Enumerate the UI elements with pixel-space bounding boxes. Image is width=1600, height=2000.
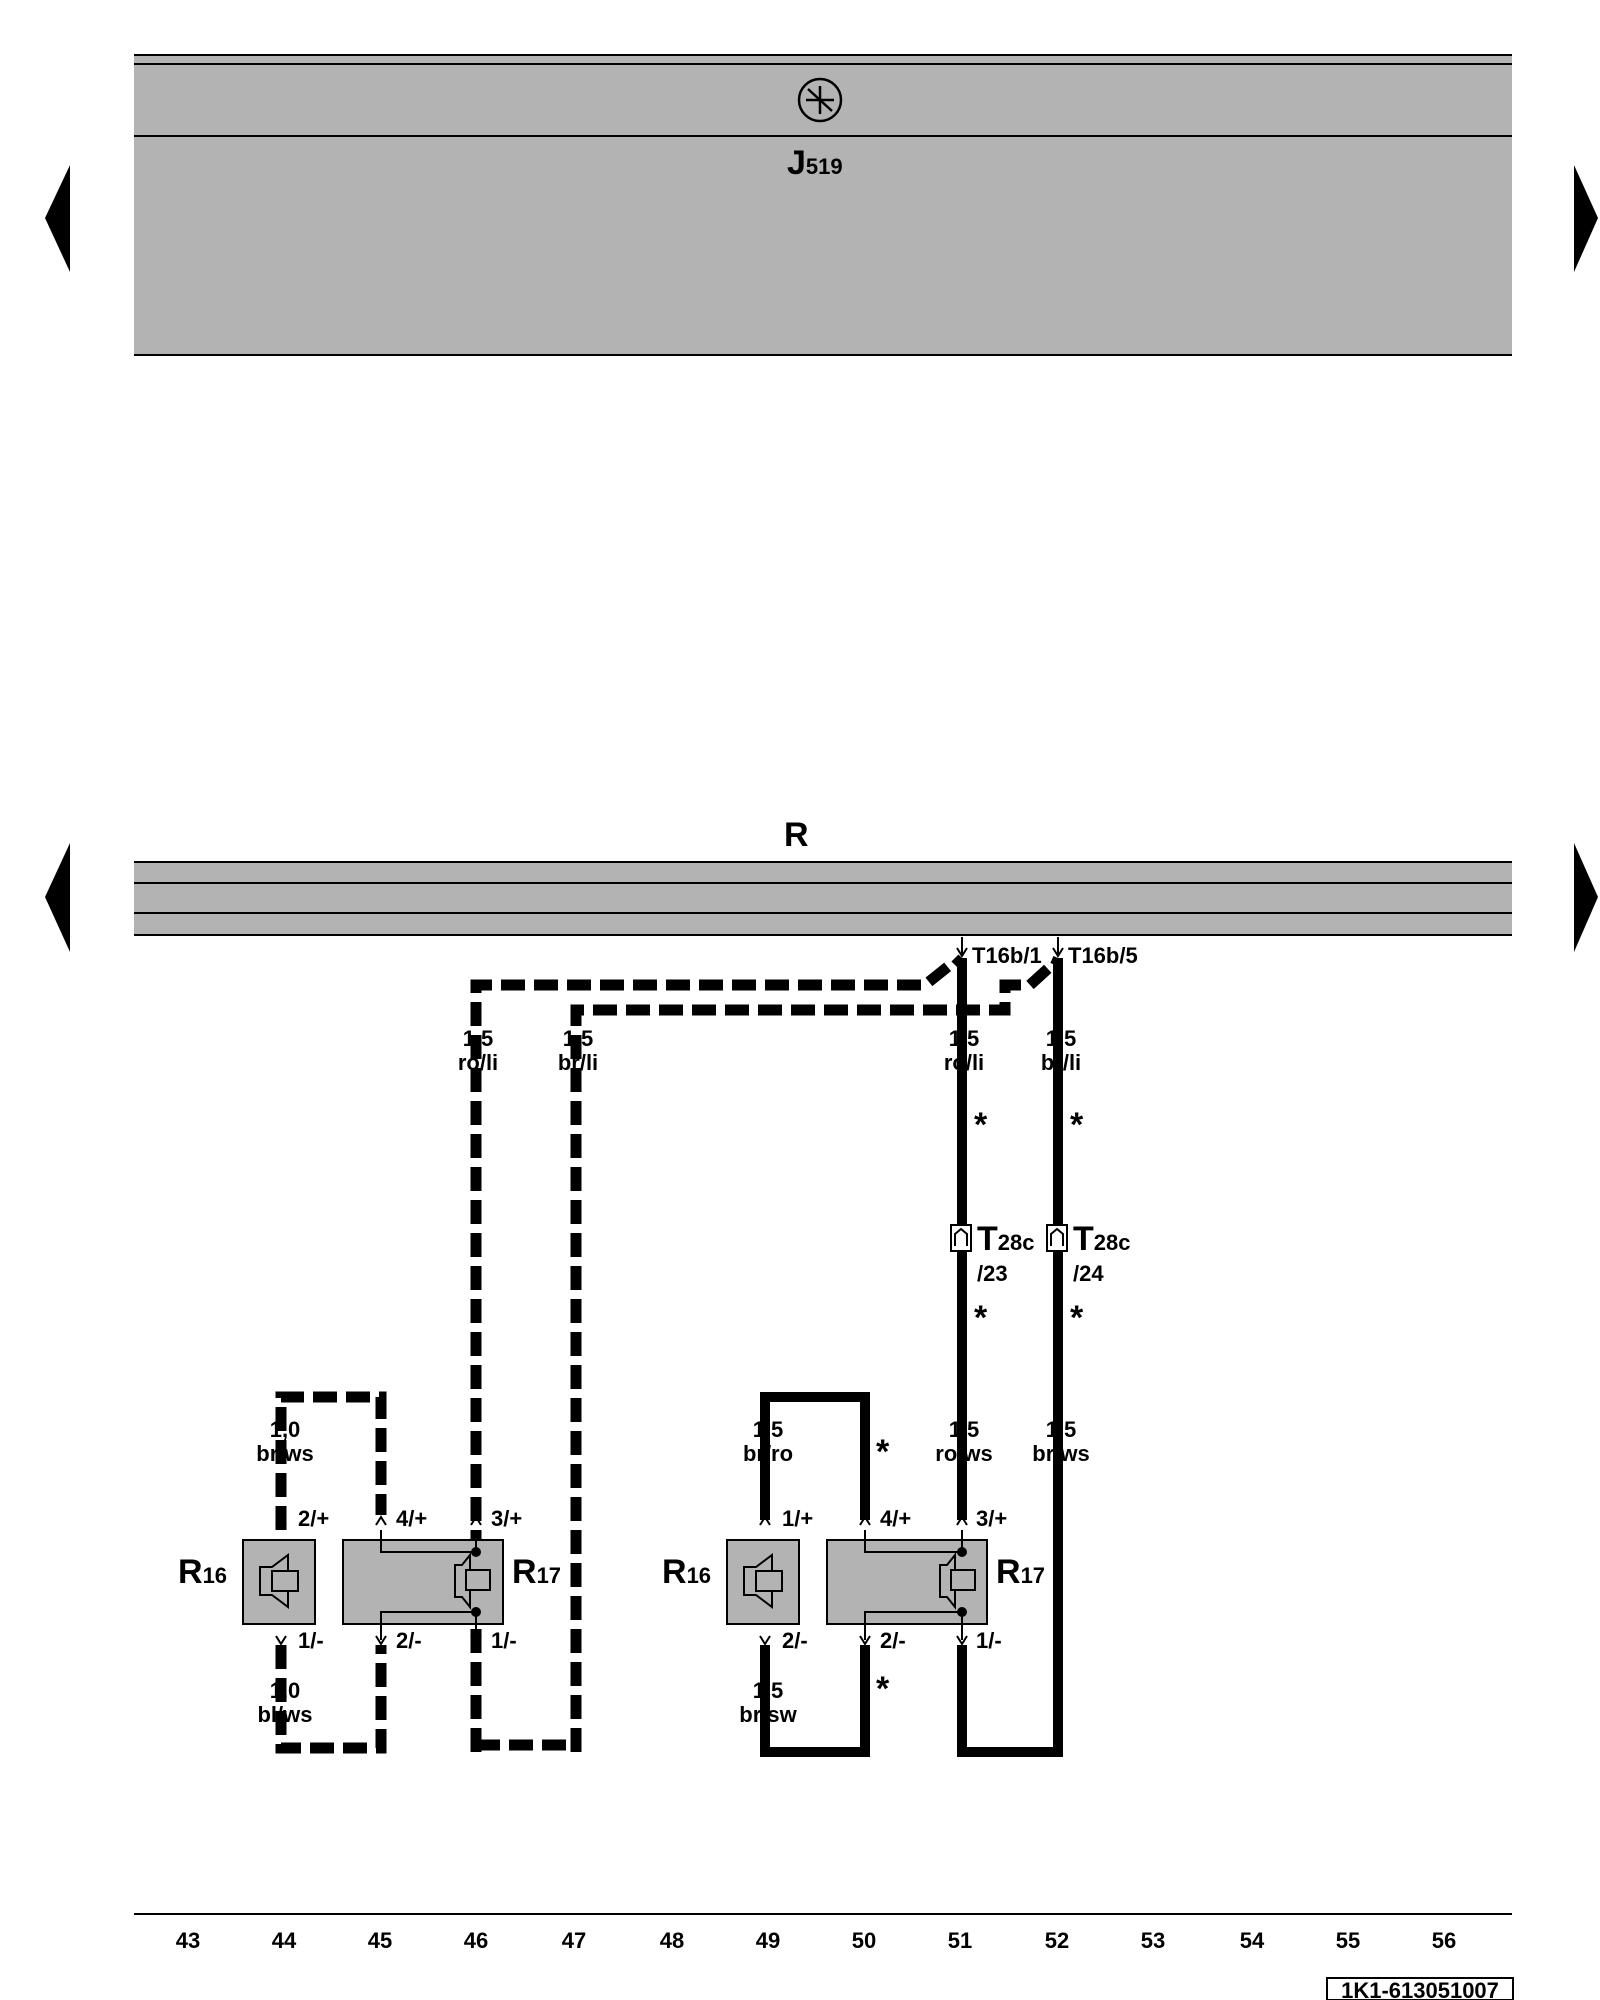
- grid-number: 43: [176, 1928, 200, 1953]
- wire-gauge-label: 1,5: [753, 1678, 784, 1703]
- pin-label: 2/-: [880, 1628, 906, 1653]
- wire-color-label: br/ws: [1032, 1441, 1089, 1466]
- grid-number: 48: [660, 1928, 684, 1953]
- connector-t28c: T28c T28c /23 /24: [950, 1220, 1131, 1286]
- star-markers: * * * * * *: [876, 1106, 1084, 1708]
- connector-t16b-5-label: T16b/5: [1068, 943, 1138, 968]
- grid-number: 50: [852, 1928, 876, 1953]
- grid-number: 45: [368, 1928, 392, 1953]
- speaker-r17-label: R17: [996, 1553, 1045, 1591]
- grid-number: 52: [1045, 1928, 1069, 1953]
- wire-color-label: br/li: [1041, 1050, 1081, 1075]
- grid-number: 49: [756, 1928, 780, 1953]
- wire-color-label: bl/ws: [257, 1702, 312, 1727]
- continuation-right-arrow-icon[interactable]: [1574, 165, 1598, 272]
- wire-gauge-label: 1,5: [563, 1026, 594, 1051]
- continuation-left-arrow-icon[interactable]: [45, 843, 70, 952]
- document-id: 1K1-613051007: [1341, 1978, 1499, 2000]
- pin-labels: 2/+ 4/+ 3/+ 1/- 2/- 1/- 1/+ 4/+ 3/+ 2/- …: [298, 1506, 1007, 1653]
- star-marker: *: [876, 1433, 890, 1471]
- pin-label: 4/+: [880, 1506, 911, 1531]
- wire-labels: 1,5 ro/li 1,5 br/li 1,5 ro/li 1,5 br/li …: [256, 1026, 1089, 1727]
- star-marker: *: [876, 1670, 890, 1708]
- wire-color-label: br/ws: [256, 1441, 313, 1466]
- connector-t16b-pins: T16b/1 T16b/5: [956, 937, 1138, 968]
- star-marker: *: [1070, 1299, 1084, 1337]
- speaker-r17-left: R17: [342, 1530, 561, 1640]
- wire-color-label: br/ro: [743, 1441, 793, 1466]
- pin-label: 3/+: [491, 1506, 522, 1531]
- grid-number: 53: [1141, 1928, 1165, 1953]
- wire-gauge-label: 1,5: [949, 1026, 980, 1051]
- continuation-left-arrow-icon[interactable]: [45, 165, 70, 272]
- wire-gauge-label: 1,5: [1046, 1417, 1077, 1442]
- grid-numbers: 43 44 45 46 47 48 49 50 51 52 53 54 55 56: [176, 1928, 1456, 1953]
- control-unit-j519: J519: [134, 54, 1512, 356]
- solid-wiring-variant: [760, 954, 1063, 1757]
- wire-gauge-label: 1,5: [753, 1417, 784, 1442]
- pin-label: 2/-: [782, 1628, 808, 1653]
- document-id-box: 1K1-613051007: [1326, 1977, 1514, 2000]
- pin-label: 1/-: [976, 1628, 1002, 1653]
- connector-t28c-label: T28c: [977, 1220, 1035, 1258]
- continuation-right-arrow-icon[interactable]: [1574, 843, 1598, 952]
- speaker-r16-left: R16: [178, 1539, 316, 1625]
- pin-label: 1/+: [782, 1506, 813, 1531]
- wire-gauge-label: 1,5: [949, 1417, 980, 1442]
- grid-number: 55: [1336, 1928, 1360, 1953]
- speaker-r17-label: R17: [512, 1553, 561, 1591]
- star-marker: *: [1070, 1106, 1084, 1144]
- star-marker: *: [974, 1299, 988, 1337]
- wire-color-label: ro/li: [944, 1050, 984, 1075]
- pin-label: 1/-: [491, 1628, 517, 1653]
- star-marker: *: [974, 1106, 988, 1144]
- wire-color-label: ro/li: [458, 1050, 498, 1075]
- dashed-wiring-variant: [275, 960, 1056, 1754]
- speaker-r16-label: R16: [178, 1553, 227, 1591]
- wire-gauge-label: 1,0: [270, 1417, 301, 1442]
- grid-number: 44: [272, 1928, 297, 1953]
- speaker-r16-right: R16: [662, 1539, 800, 1625]
- grid-number: 51: [948, 1928, 972, 1953]
- wire-color-label: br/sw: [739, 1702, 797, 1727]
- wire-gauge-label: 1,0: [270, 1678, 301, 1703]
- wire-gauge-label: 1,5: [463, 1026, 494, 1051]
- speaker-r17-right: R17: [826, 1530, 1045, 1640]
- grid-number: 47: [562, 1928, 586, 1953]
- ground-symbol-icon: [797, 77, 843, 123]
- speaker-r16-label: R16: [662, 1553, 711, 1591]
- pin-label: 3/+: [976, 1506, 1007, 1531]
- connector-pin-23-label: /23: [977, 1261, 1008, 1286]
- connector-t28c-label: T28c: [1073, 1220, 1131, 1258]
- wire-color-label: br/li: [558, 1050, 598, 1075]
- pin-label: 2/+: [298, 1506, 329, 1531]
- grid-number: 56: [1432, 1928, 1456, 1953]
- pin-label: 2/-: [396, 1628, 422, 1653]
- j519-label: J519: [787, 144, 843, 182]
- pin-arrow-markers: [275, 1515, 968, 1646]
- wire-gauge-label: 1,5: [1046, 1026, 1077, 1051]
- connector-pin-24-label: /24: [1073, 1261, 1104, 1286]
- radio-r-bus: R: [134, 816, 1512, 936]
- grid-number: 46: [464, 1928, 488, 1953]
- connector-t16b-1-label: T16b/1: [972, 943, 1042, 968]
- radio-r-label: R: [784, 816, 809, 854]
- wire-color-label: ro/ws: [935, 1441, 992, 1466]
- pin-label: 1/-: [298, 1628, 324, 1653]
- grid-number: 54: [1240, 1928, 1265, 1953]
- pin-label: 4/+: [396, 1506, 427, 1531]
